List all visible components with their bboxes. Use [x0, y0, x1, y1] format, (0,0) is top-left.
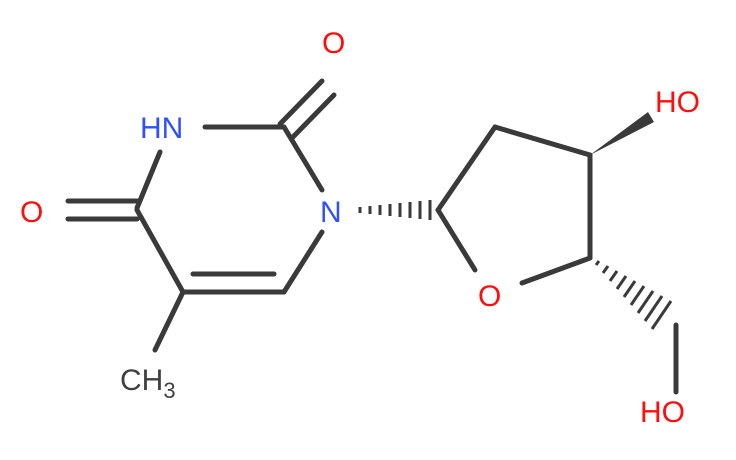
atom-oh-primary: HO: [640, 396, 685, 429]
methyl-subscript: 3: [163, 378, 175, 403]
methyl-label: CH: [120, 364, 163, 397]
bond-c4-c5: [134, 207, 186, 295]
atom-o-carbonyl-top: O: [322, 27, 345, 60]
atom-oh-ring: HO: [655, 86, 700, 119]
hash-wedge-n1-c1: [358, 200, 432, 220]
atom-n-glycosidic: N: [320, 196, 342, 229]
bond-c2-o: [277, 78, 325, 127]
bond-c2-o-double: [289, 92, 337, 141]
atom-o-carbonyl-left: O: [20, 196, 43, 229]
bonds: [65, 78, 679, 395]
bond-c2prime-c3prime: [492, 124, 593, 158]
bond-c6-n1: [281, 229, 325, 295]
solid-wedge-c3-oh: [590, 112, 654, 155]
atom-methyl: CH3: [120, 364, 176, 403]
bond-c5-ch3: [152, 289, 186, 353]
atom-o-ring: O: [478, 280, 501, 313]
bond-n3-c4: [134, 149, 163, 211]
bond-c2-n1: [281, 124, 325, 193]
hash-wedge-c4-c5: [594, 260, 673, 330]
bond-c1-c2prime: [435, 124, 498, 213]
atom-nh: HN: [140, 112, 183, 145]
bond-c4prime-o: [519, 255, 593, 286]
bond-c1-o: [435, 207, 478, 273]
